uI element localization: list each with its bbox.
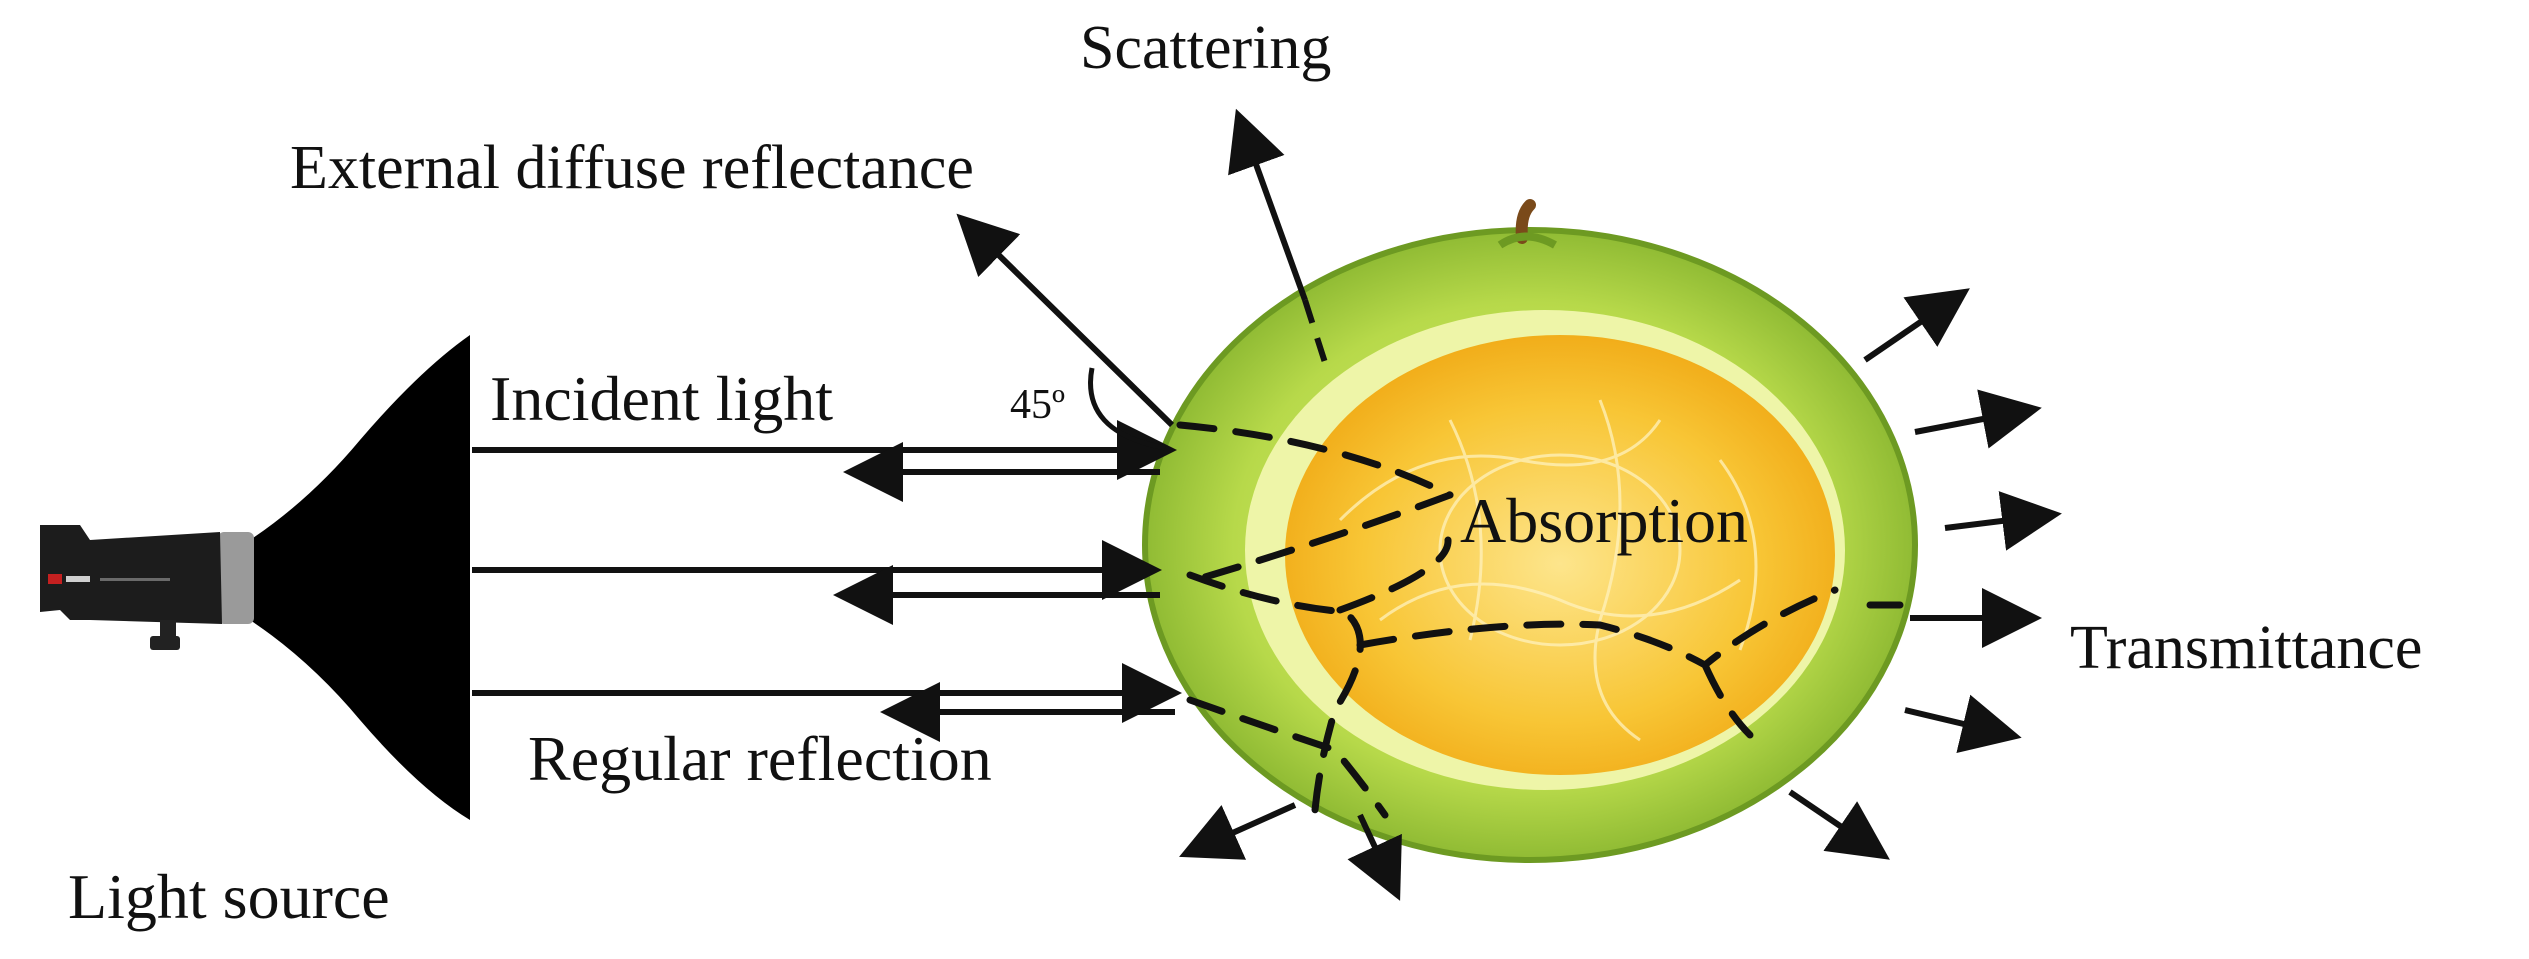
label-regular-reflection: Regular reflection — [528, 723, 992, 794]
label-external-diffuse-reflectance: External diffuse reflectance — [290, 134, 974, 202]
transmitted-ray-3 — [1944, 491, 2062, 551]
transmittance-rays — [1179, 288, 2062, 901]
transmitted-ray-5 — [1904, 694, 2022, 754]
fruit-icon — [1142, 199, 1918, 863]
regular-reflection-rays — [833, 442, 1175, 742]
incident-light-rays — [472, 420, 1182, 723]
transmitted-ray-2 — [1914, 389, 2042, 449]
label-absorption: Absorption — [1460, 485, 1748, 556]
scattering-ray — [1228, 108, 1331, 373]
internal-light-paths — [1176, 421, 1904, 819]
label-angle: 45º — [1010, 382, 1065, 428]
angle-arc — [1088, 367, 1166, 451]
transmitted-ray-6 — [1788, 789, 1890, 860]
diffuse-reflectance-ray — [956, 213, 1175, 451]
transmitted-ray-8 — [1347, 813, 1402, 901]
label-incident-light: Incident light — [490, 363, 833, 434]
label-transmittance: Transmittance — [2070, 614, 2422, 682]
label-light-source: Light source — [68, 861, 390, 932]
transmitted-ray-7 — [1179, 802, 1297, 860]
label-scattering: Scattering — [1080, 14, 1331, 82]
light-source-icon — [40, 335, 470, 820]
transmitted-ray-1 — [1863, 288, 1970, 363]
